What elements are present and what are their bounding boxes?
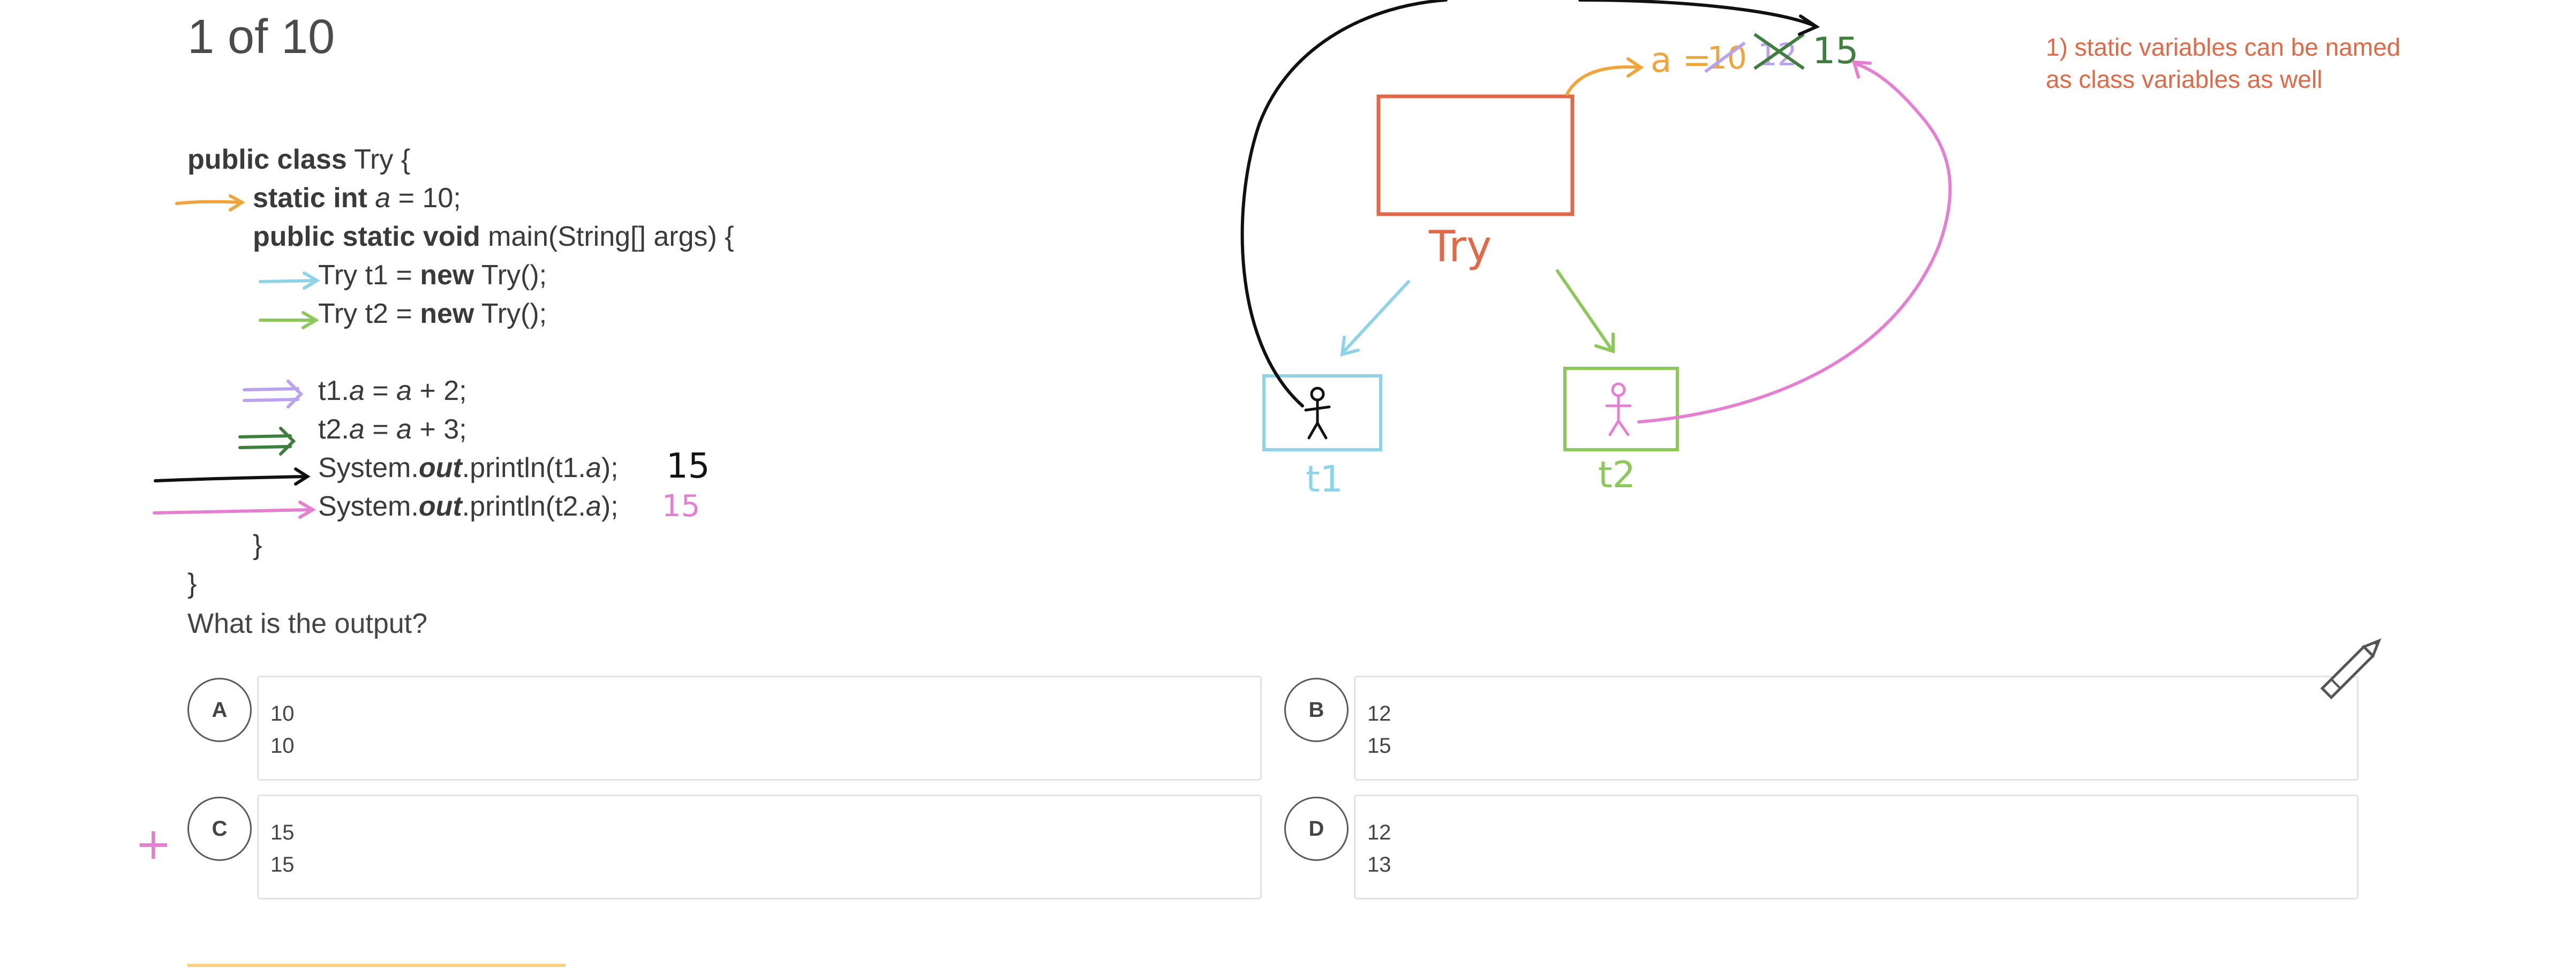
question-counter: 1 of 10	[187, 10, 335, 64]
pink-arrow	[153, 501, 316, 519]
option-d-letter[interactable]: D	[1284, 797, 1349, 861]
code-keyword: static int	[253, 183, 367, 214]
code-text: System.	[318, 452, 419, 483]
code-line-7: t2.a = a + 3;	[318, 410, 467, 449]
t2-label: t2	[1598, 454, 1636, 496]
progress-underline	[187, 964, 566, 967]
code-text: + 2;	[411, 375, 467, 406]
code-text: t1.	[318, 375, 349, 406]
t2-to-value-arrow	[1637, 60, 1952, 424]
class-to-t2-arrow	[1556, 269, 1615, 354]
note-line: 1) static variables can be named	[2046, 33, 2401, 61]
t1-to-value-arrow	[1240, 0, 1820, 407]
code-text: );	[601, 452, 619, 483]
code-text: =	[364, 414, 397, 445]
option-d-box[interactable]: 12 13	[1354, 795, 2359, 899]
code-line-6: t1.a = a + 2;	[318, 372, 467, 410]
code-line-10: }	[253, 530, 262, 561]
code-text: .println(t1.	[462, 452, 586, 483]
code-text: System.	[318, 491, 419, 522]
option-line: 10	[270, 734, 295, 758]
purple-double-arrow	[243, 380, 304, 409]
var-label: a =	[1651, 41, 1711, 80]
code-var: a	[396, 375, 412, 406]
code-line-9: System.out.println(t2.a);	[318, 487, 619, 526]
class-label: Try	[1428, 222, 1492, 271]
pencil-icon[interactable]	[2320, 636, 2384, 700]
handwritten-output-t1: 15	[666, 447, 710, 486]
value-final: 15	[1812, 30, 1859, 72]
code-keyword: new	[420, 298, 474, 329]
code-text: + 3;	[411, 414, 467, 445]
code-line-8: System.out.println(t1.a);	[318, 449, 619, 487]
code-text: Try {	[347, 144, 411, 175]
strike-initial	[1704, 41, 1746, 73]
code-var: a	[585, 452, 601, 483]
code-text: =	[364, 375, 397, 406]
t1-label: t1	[1306, 458, 1343, 501]
code-keyword: public static void	[253, 221, 480, 252]
class-to-t1-arrow	[1340, 280, 1410, 357]
code-line-4: Try t1 = new Try();	[318, 256, 547, 294]
strike-struck	[1753, 33, 1805, 70]
code-text: Try t2 =	[318, 298, 420, 329]
code-var: a	[585, 491, 601, 522]
code-text: Try();	[474, 260, 547, 291]
class-to-var-arrow	[1565, 57, 1644, 96]
t1-box	[1262, 374, 1382, 451]
code-keyword: new	[420, 260, 474, 291]
teacher-note: 1) static variables can be named as clas…	[2046, 31, 2400, 95]
option-c-letter[interactable]: C	[187, 797, 252, 861]
option-a-box[interactable]: 10 10	[257, 676, 1262, 781]
t2-box	[1563, 367, 1679, 451]
option-b-letter[interactable]: B	[1284, 678, 1349, 742]
question-text: What is the output?	[187, 608, 428, 639]
code-var: a	[375, 183, 391, 214]
code-field: out	[418, 491, 462, 522]
option-line: 13	[1367, 853, 1391, 876]
class-box	[1376, 94, 1575, 216]
option-line: 15	[270, 853, 295, 876]
orange-arrow	[175, 194, 245, 211]
option-line: 15	[270, 821, 295, 844]
code-text: = 10;	[390, 183, 461, 214]
t1-person-icon	[1304, 387, 1331, 440]
correct-answer-mark: +	[135, 819, 172, 869]
code-var: a	[349, 414, 365, 445]
code-keyword: public class	[187, 144, 347, 175]
code-field: out	[418, 452, 462, 483]
cyan-arrow	[259, 271, 320, 290]
code-text: main(String[] args) {	[480, 221, 734, 252]
option-line: 15	[1367, 734, 1391, 758]
code-line-5: Try t2 = new Try();	[318, 294, 547, 333]
code-line-11: }	[187, 568, 197, 599]
code-text: Try();	[474, 298, 547, 329]
code-text: .println(t2.	[462, 491, 586, 522]
svg-text:+: +	[135, 819, 172, 869]
t2-person-icon	[1605, 382, 1632, 436]
note-line: as class variables as well	[2046, 65, 2323, 93]
green-arrow	[259, 311, 319, 329]
black-arrow	[154, 467, 311, 486]
code-line-3: public static void main(String[] args) {	[253, 217, 734, 256]
code-var: a	[349, 375, 365, 406]
darkgreen-double-arrow	[238, 427, 296, 456]
option-a-letter[interactable]: A	[187, 678, 252, 742]
code-text: Try t1 =	[318, 260, 420, 291]
code-line-1: public class Try {	[187, 140, 410, 179]
code-var: a	[396, 414, 412, 445]
option-c-box[interactable]: 15 15	[257, 795, 1262, 899]
code-text: );	[601, 491, 619, 522]
option-line: 12	[1367, 821, 1391, 844]
code-text: t2.	[318, 414, 349, 445]
handwritten-output-t2: 15	[662, 489, 700, 524]
option-line: 12	[1367, 702, 1391, 725]
option-b-box[interactable]: 12 15	[1354, 676, 2359, 781]
code-line-2: static int a = 10;	[253, 179, 461, 217]
option-line: 10	[270, 702, 295, 725]
